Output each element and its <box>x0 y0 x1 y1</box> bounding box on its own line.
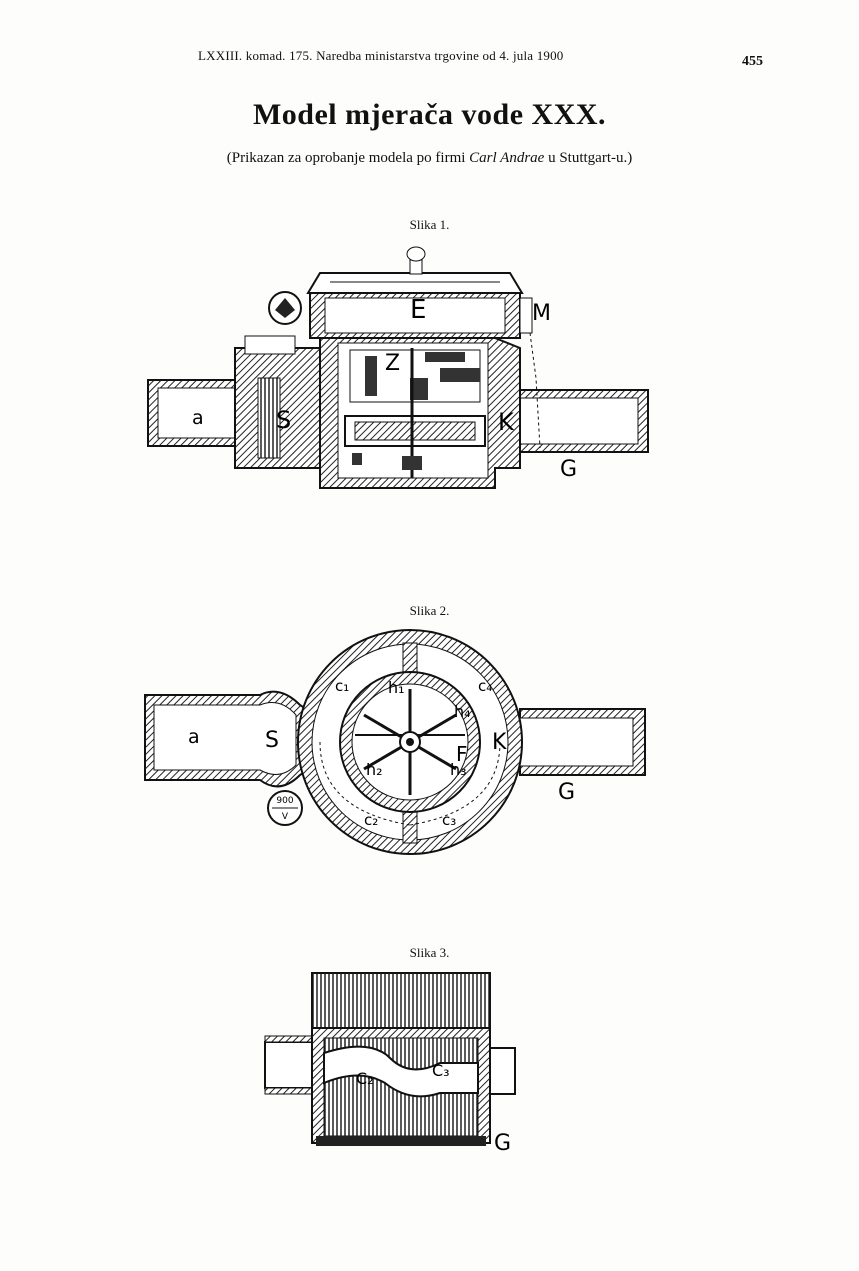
fig2-stamp-top: 900 <box>276 796 293 806</box>
page-title: Model mjerača vode XXX. <box>252 98 607 131</box>
fig1-label-g: G <box>560 457 577 482</box>
fig2-label-f: F <box>456 742 468 766</box>
fig2-stamp-bottom: V <box>282 812 289 822</box>
fig2-label-k: K <box>492 730 507 755</box>
fig2-label-g: G <box>558 780 575 805</box>
fig2-label-h1: h₁ <box>388 678 405 697</box>
fig2-label-h2: h₂ <box>366 760 383 779</box>
figure-2-caption: Slika 2. <box>409 603 450 618</box>
fig2-label-c4: c₄ <box>478 677 492 695</box>
subtitle-prefix: (Prikazan za oprobanje modela po firmi <box>226 150 470 166</box>
figure-1-caption: Slika 1. <box>409 217 450 232</box>
fig1-label-s: S <box>276 406 291 434</box>
page-number: 455 <box>742 54 763 69</box>
fig3-label-c2: C₂ <box>356 1069 374 1088</box>
fig1-label-a: a <box>192 407 204 429</box>
fig2-label-c2: c₂ <box>364 811 378 829</box>
fig1-label-z: Z <box>385 351 400 376</box>
subtitle-firm: Carl Andrae <box>469 150 545 166</box>
running-head: LXXIII. komad. 175. Naredba ministarstva… <box>198 48 564 63</box>
fig2-label-c3: c₃ <box>442 811 456 829</box>
page-subtitle: (Prikazan za oprobanje modela po firmi C… <box>0 150 859 167</box>
fig2-label-h4: h₄ <box>454 702 471 721</box>
fig2-label-s: S <box>265 728 279 753</box>
fig1-label-k: K <box>498 408 515 436</box>
fig1-label-e: E <box>410 295 426 325</box>
fig3-label-c3: C₃ <box>432 1061 450 1080</box>
fig2-label-h3: h₃ <box>450 760 467 779</box>
figure-2-diagram: 900 V a S K G F c₁ c₂ c₃ c₄ h₁ h₂ h₃ h₄ <box>144 629 646 855</box>
fig2-label-c1: c₁ <box>335 677 349 695</box>
figure-3-caption: Slika 3. <box>409 945 450 960</box>
subtitle-suffix: u Stuttgart-u.) <box>544 150 633 166</box>
fig3-label-g: G <box>494 1131 511 1156</box>
page-header: LXXIII. komad. 175. Naredba ministarstva… <box>0 46 859 70</box>
fig1-label-m: M <box>532 301 551 326</box>
fig2-label-a: a <box>188 726 200 748</box>
figure-3-diagram: C₂ C₃ G <box>264 972 516 1156</box>
figure-1-diagram: a S E M Z K G <box>147 246 649 489</box>
